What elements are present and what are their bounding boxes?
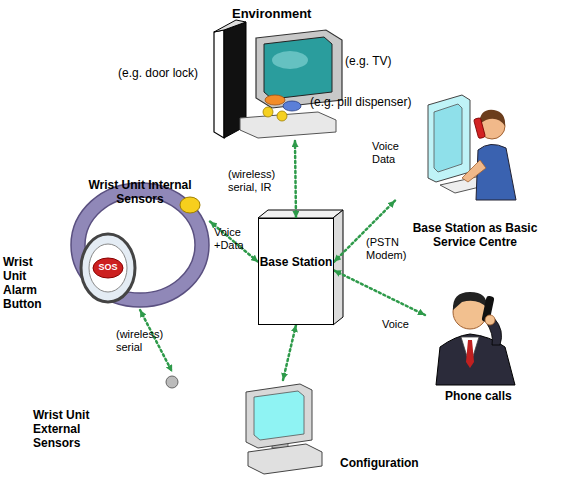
caller-tie: [466, 340, 474, 368]
edge-label: (wireless) serial: [116, 328, 178, 354]
edge-label: Voice Data: [372, 140, 414, 166]
base-station-box: Base Station: [258, 218, 334, 325]
base-station-top: [258, 210, 343, 218]
monitor-screen: [434, 104, 462, 172]
node-text: Wrist Unit External Sensors: [33, 408, 105, 450]
environment-illustration: [214, 20, 342, 138]
door-top: [214, 20, 246, 32]
sos-text: SOS: [93, 262, 123, 273]
alarm-button: [93, 258, 123, 278]
operator-arm: [462, 160, 486, 182]
dotted-connector: [295, 140, 296, 218]
phone-caller-illustration: [436, 292, 515, 385]
operator-shirt: [476, 144, 516, 200]
caller-hair: [453, 292, 487, 310]
phone-calls-node: Phone calls: [425, 285, 535, 410]
device-base: [240, 112, 336, 138]
dotted-connector: [283, 325, 296, 380]
node-text: Base Station: [259, 255, 333, 269]
watch-dial: [89, 244, 127, 292]
pill: [265, 95, 285, 105]
environment-node: Environment (e.g. door lock) (e.g. TV) (e.g…: [110, 2, 430, 140]
tv-screen: [264, 37, 332, 99]
edge-label: Voice: [382, 318, 422, 331]
dotted-connector: [334, 270, 425, 315]
node-text: (e.g. TV): [345, 54, 425, 68]
node-text: Wrist Unit Internal Sensors: [88, 178, 192, 206]
watch-face: [81, 234, 135, 302]
tv-highlight: [272, 51, 308, 69]
pc-case: [248, 444, 322, 474]
service-centre-node: Base Station as Basic Service Centre: [395, 95, 555, 255]
service-centre-illustration: [428, 95, 516, 200]
node-text: Environment: [232, 6, 342, 21]
base-station-side: [333, 210, 343, 325]
configuration-pc-illustration: [246, 384, 322, 474]
external-sensor-dot: [166, 376, 178, 388]
caller-hand: [485, 315, 495, 325]
monitor-screen: [254, 391, 304, 440]
edge-label: Voice +Data: [214, 226, 256, 252]
dotted-connector: [210, 222, 258, 262]
pill: [283, 101, 301, 111]
wrist-unit-node: Wrist Unit Internal SensorsWrist Unit Al…: [0, 160, 210, 310]
door-front: [214, 30, 224, 138]
caller-suit: [436, 334, 515, 385]
pill: [277, 111, 287, 121]
monitor: [428, 95, 470, 182]
node-text: Phone calls: [445, 389, 535, 403]
operator-phone: [474, 118, 486, 139]
node-text: (e.g. door lock): [118, 66, 228, 80]
node-text: Base Station as Basic Service Centre: [400, 221, 550, 249]
node-text: Configuration: [340, 456, 435, 470]
node-text: (e.g. pill dispenser): [310, 95, 430, 109]
monitor: [246, 384, 312, 448]
internal-sensor: [180, 197, 200, 213]
pill: [263, 107, 273, 117]
wrist-band-edge: [85, 197, 195, 293]
external-sensor-node: Wrist Unit External Sensors: [25, 372, 185, 452]
dotted-connector: [140, 310, 172, 372]
operator-hair: [479, 110, 505, 126]
modem-note: (PSTN Modem): [366, 236, 418, 262]
node-text: Wrist Unit Alarm Button: [3, 255, 58, 312]
edge-label: (wireless) serial, IR: [228, 168, 290, 194]
configuration-node: Configuration: [235, 380, 435, 480]
